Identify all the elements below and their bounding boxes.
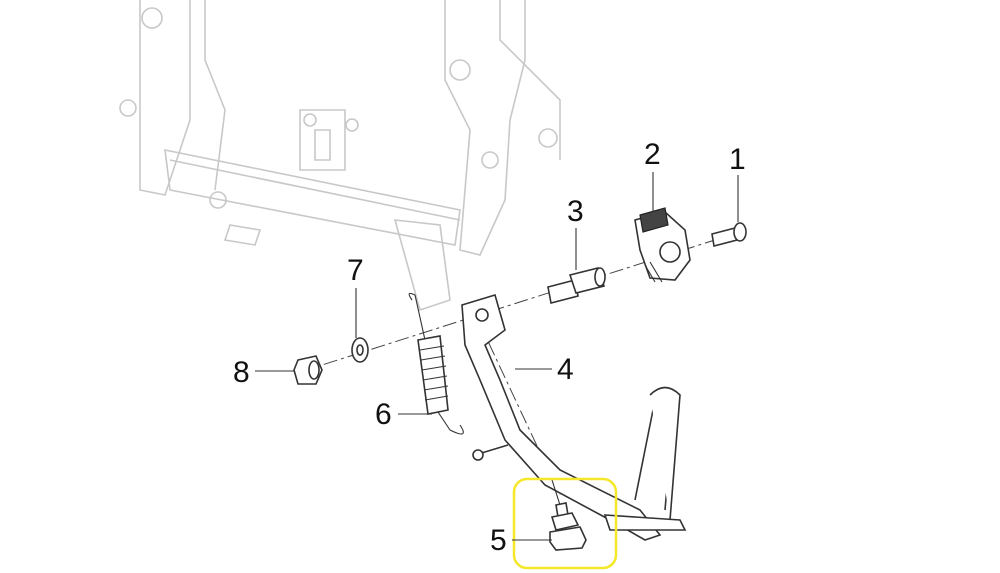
callout-4: 4	[557, 353, 574, 386]
callout-2: 2	[644, 138, 661, 171]
callout-1: 1	[729, 143, 746, 176]
highlight-box	[512, 477, 618, 570]
callout-6: 6	[375, 398, 392, 431]
leader-lines	[255, 172, 739, 541]
part-2-sensor	[634, 207, 691, 283]
part-4-side-stand	[461, 293, 687, 541]
part-3-bushing	[547, 267, 606, 304]
callout-3: 3	[567, 195, 584, 228]
callout-5: 5	[490, 524, 507, 557]
frame-ghost	[119, 0, 561, 312]
part-6-spring	[408, 292, 464, 435]
part-1-bolt	[711, 222, 747, 247]
callout-8: 8	[233, 356, 250, 389]
part-8-nut	[293, 355, 323, 385]
callout-7: 7	[347, 254, 364, 287]
part-5-rubber-stopper	[549, 479, 587, 551]
